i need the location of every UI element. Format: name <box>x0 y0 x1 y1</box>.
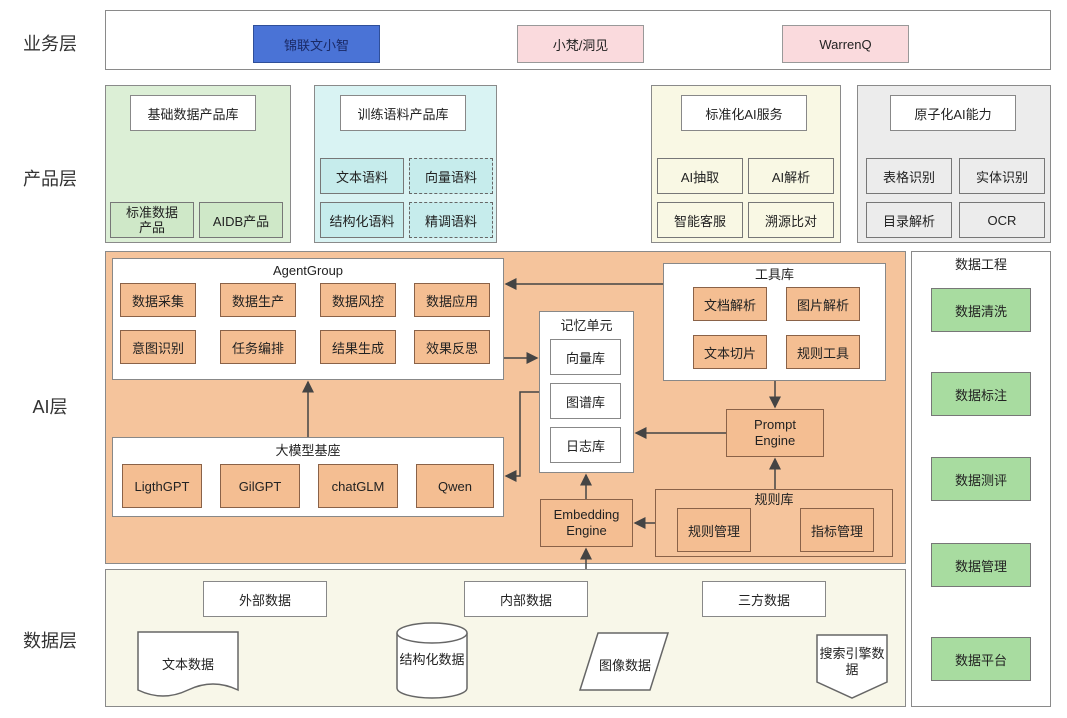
llm-item-0: LigthGPT <box>122 464 202 508</box>
product-training-item-0: 文本语料 <box>320 158 404 194</box>
product-std-ai-item-0: AI抽取 <box>657 158 743 194</box>
layer-label-business: 业务层 <box>23 34 77 54</box>
business-item-0: 锦联文小智 <box>253 25 380 63</box>
prompt-engine-box: Prompt Engine <box>726 409 824 457</box>
product-std-ai-title: 标准化AI服务 <box>681 95 807 131</box>
product-std-ai-item-2: 智能客服 <box>657 202 743 238</box>
tools-item-0: 文档解析 <box>693 287 767 321</box>
agent-item-6: 结果生成 <box>320 330 396 364</box>
product-base-data-item-0: 标准数据 产品 <box>110 202 194 238</box>
business-item-2: WarrenQ <box>782 25 909 63</box>
data-source-0: 外部数据 <box>203 581 327 617</box>
rules-title: 规则库 <box>754 491 794 507</box>
agent-item-0: 数据采集 <box>120 283 196 317</box>
memory-item-1: 图谱库 <box>550 383 621 419</box>
agent-item-7: 效果反思 <box>414 330 490 364</box>
search-offpage-shape <box>816 634 888 699</box>
product-training-item-1: 向量语料 <box>409 158 493 194</box>
llm-item-1: GilGPT <box>220 464 300 508</box>
agent-item-3: 数据应用 <box>414 283 490 317</box>
product-base-data-item-1: AIDB产品 <box>199 202 283 238</box>
product-std-ai-item-1: AI解析 <box>748 158 834 194</box>
layer-label-ai: AI层 <box>32 397 68 417</box>
agent-item-4: 意图识别 <box>120 330 196 364</box>
memory-item-2: 日志库 <box>550 427 621 463</box>
data-source-1: 内部数据 <box>464 581 588 617</box>
data-type-2: 图像数据 <box>598 657 651 673</box>
data-source-2: 三方数据 <box>702 581 826 617</box>
image-parallelogram-shape <box>578 632 670 691</box>
data-type-3: 搜索引擎数 据 <box>819 646 885 677</box>
llm-item-2: chatGLM <box>318 464 398 508</box>
data-engineering-title: 数据工程 <box>954 256 1007 272</box>
product-std-ai-item-3: 溯源比对 <box>748 202 834 238</box>
tools-item-3: 规则工具 <box>786 335 860 369</box>
product-atomic-item-3: OCR <box>959 202 1045 238</box>
llm-base-title: 大模型基座 <box>275 442 341 458</box>
tools-item-1: 图片解析 <box>786 287 860 321</box>
database-cylinder-top <box>396 622 468 644</box>
rules-item-0: 规则管理 <box>677 508 751 552</box>
llm-item-3: Qwen <box>416 464 494 508</box>
product-training-item-2: 结构化语料 <box>320 202 404 238</box>
database-cylinder-shape <box>396 633 468 699</box>
embedding-engine-box: Embedding Engine <box>540 499 633 547</box>
data-type-1: 结构化数据 <box>399 651 465 667</box>
data-eng-item-3: 数据管理 <box>931 543 1031 587</box>
rules-item-1: 指标管理 <box>800 508 874 552</box>
data-eng-item-4: 数据平台 <box>931 637 1031 681</box>
layer-label-data: 数据层 <box>23 631 77 651</box>
arrow-memory-to-llm <box>504 391 539 482</box>
data-type-0: 文本数据 <box>161 656 214 672</box>
memory-item-0: 向量库 <box>550 339 621 375</box>
product-atomic-item-1: 实体识别 <box>959 158 1045 194</box>
agent-item-1: 数据生产 <box>220 283 296 317</box>
tools-item-2: 文本切片 <box>693 335 767 369</box>
product-atomic-title: 原子化AI能力 <box>890 95 1016 131</box>
data-eng-item-0: 数据清洗 <box>931 288 1031 332</box>
agent-item-2: 数据风控 <box>320 283 396 317</box>
agent-item-5: 任务编排 <box>220 330 296 364</box>
data-eng-item-1: 数据标注 <box>931 372 1031 416</box>
agent-group-title: AgentGroup <box>272 262 344 278</box>
product-atomic-item-0: 表格识别 <box>866 158 952 194</box>
product-base-data-title: 基础数据产品库 <box>130 95 256 131</box>
product-training-item-3: 精调语料 <box>409 202 493 238</box>
product-atomic-item-2: 目录解析 <box>866 202 952 238</box>
business-item-1: 小梵/洞见 <box>517 25 644 63</box>
document-shape <box>137 631 239 697</box>
tools-title: 工具库 <box>754 266 794 282</box>
layer-label-product: 产品层 <box>23 169 77 189</box>
data-eng-item-2: 数据测评 <box>931 457 1031 501</box>
product-training-title: 训练语料产品库 <box>340 95 466 131</box>
memory-unit-title: 记忆单元 <box>560 317 613 333</box>
